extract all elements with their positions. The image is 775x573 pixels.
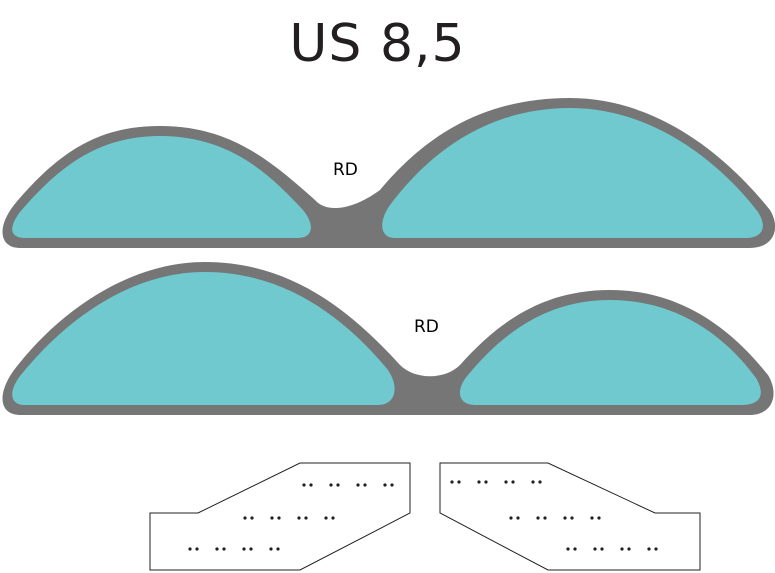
stencil-left bbox=[149, 462, 411, 571]
stencil-left-dots bbox=[188, 483, 394, 551]
pad-top-label: RD bbox=[333, 160, 358, 180]
size-title: US 8,5 bbox=[289, 14, 466, 74]
pad-bottom-label: RD bbox=[414, 317, 439, 337]
pad-bottom bbox=[2, 262, 774, 415]
stencil-left-outline bbox=[149, 462, 411, 571]
pad-top-right-lobe bbox=[382, 108, 763, 238]
stencil-right bbox=[439, 462, 701, 571]
pad-bottom-left-lobe bbox=[12, 272, 395, 405]
pad-bottom-right-lobe bbox=[459, 300, 761, 405]
stencil-right-outline bbox=[439, 462, 701, 571]
pad-top-left-lobe bbox=[12, 136, 311, 238]
pad-top bbox=[2, 98, 775, 248]
stencil-right-dots bbox=[450, 480, 658, 551]
